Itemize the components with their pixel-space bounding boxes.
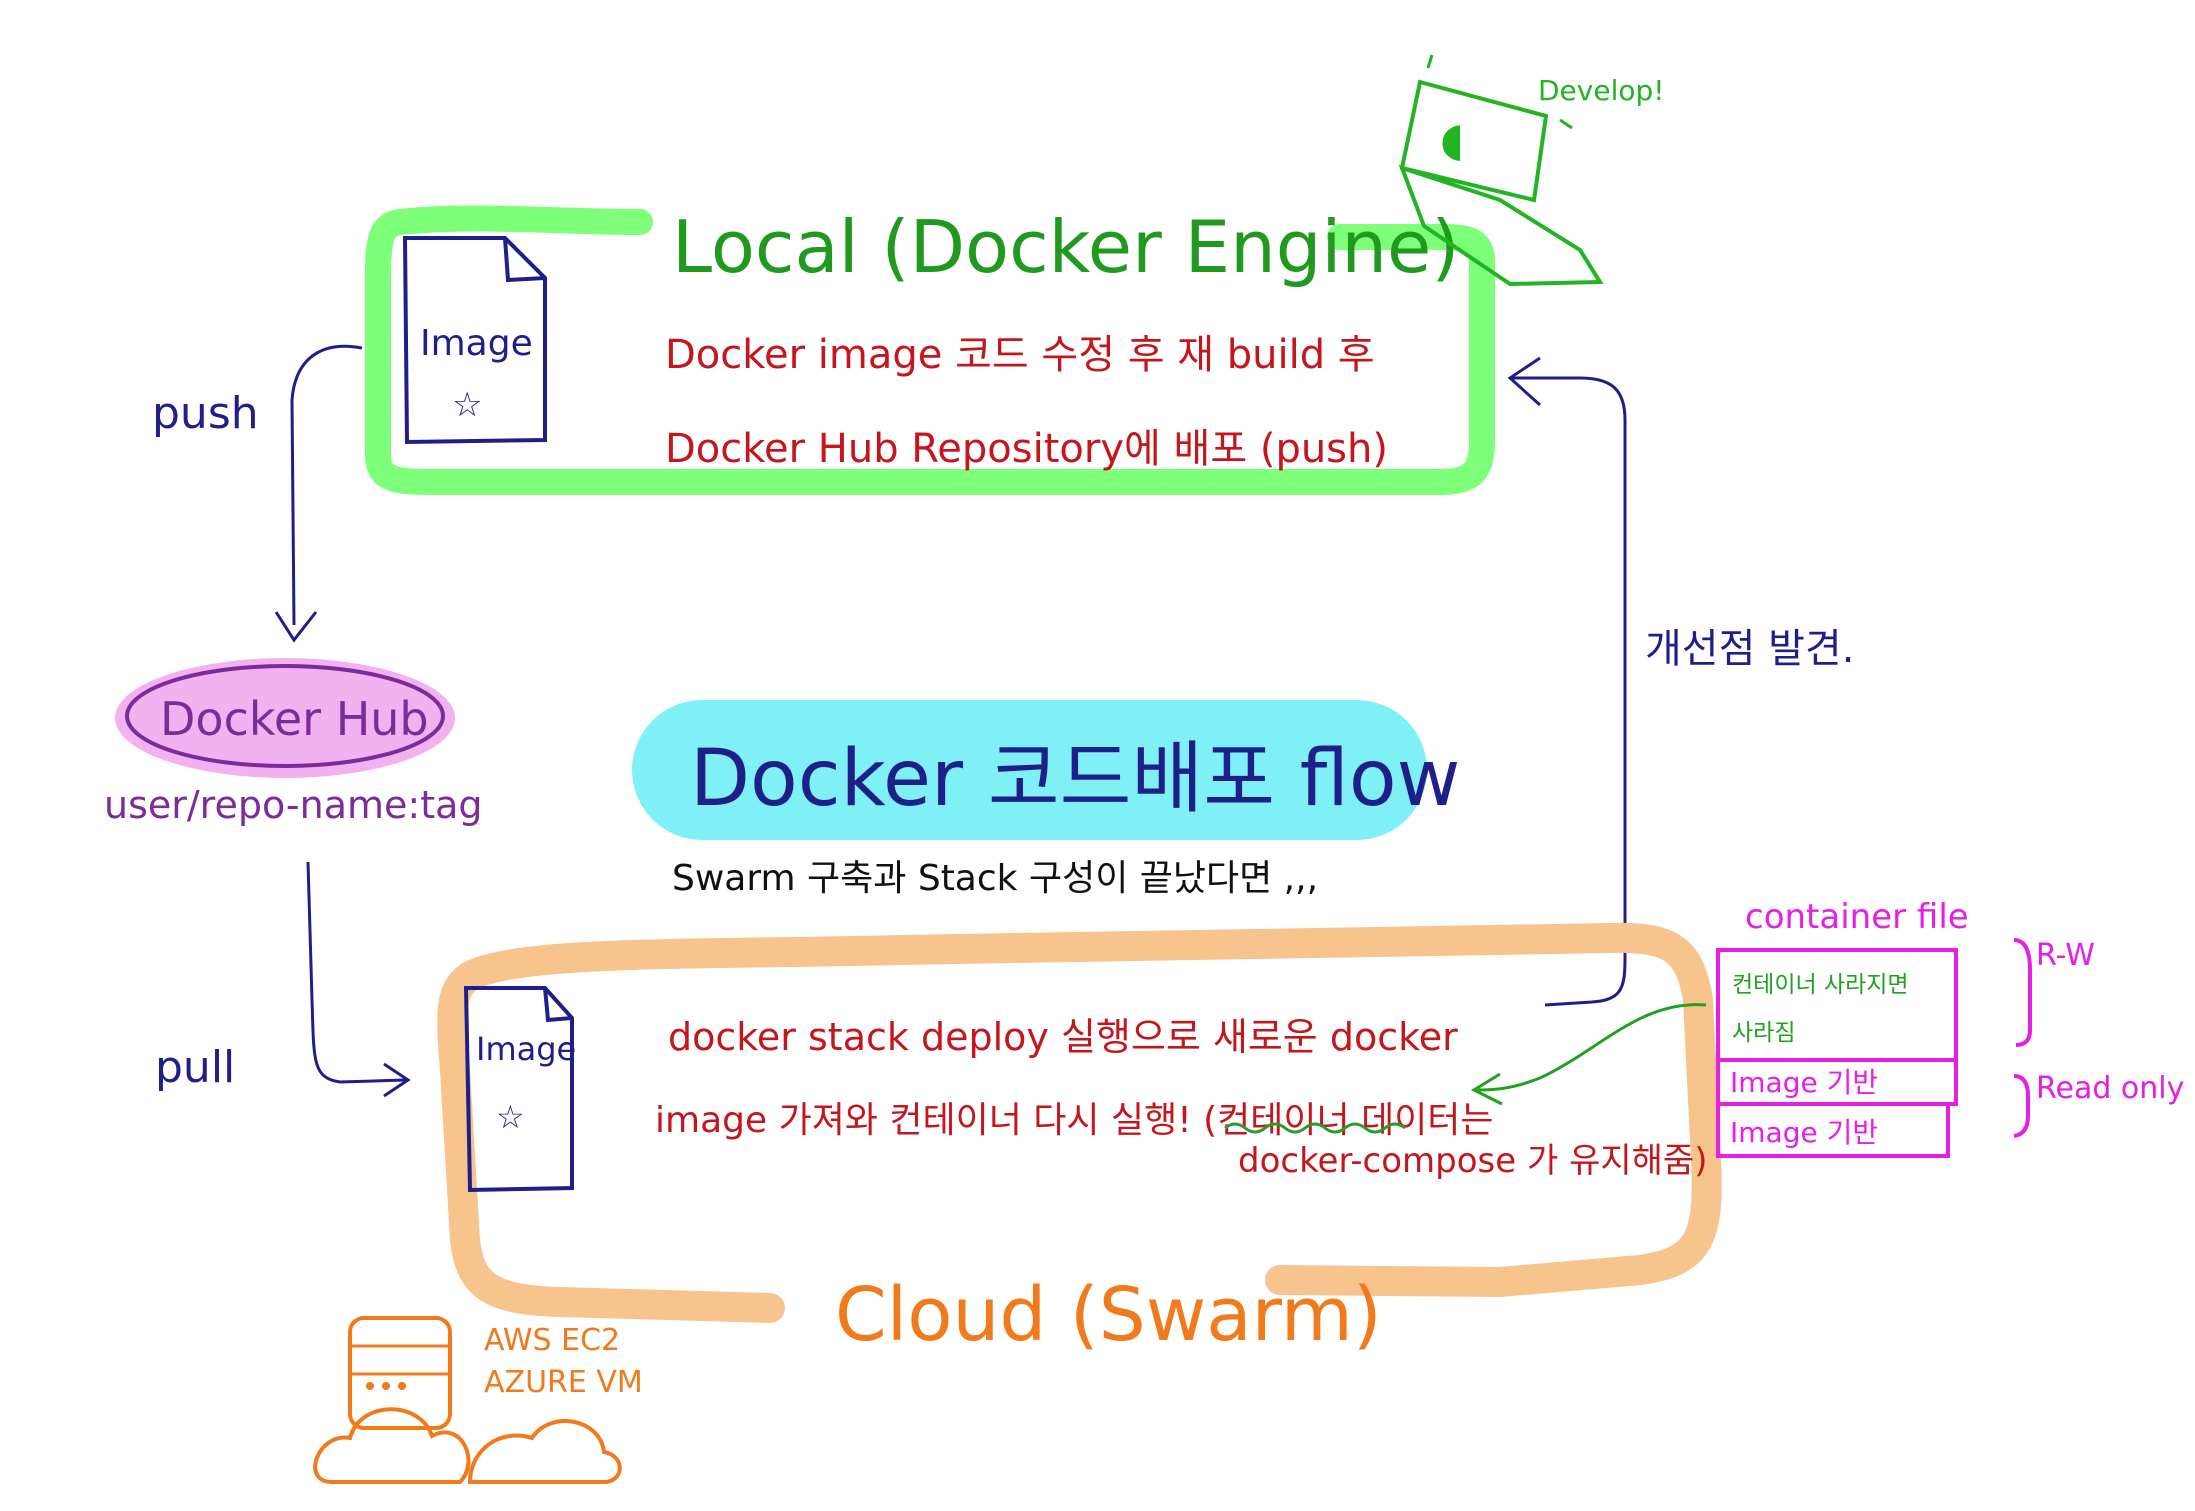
container-layer-1: Image 기반 xyxy=(1730,1066,1878,1099)
improvement-arrow xyxy=(1507,356,1627,1007)
server-line-1: AWS EC2 xyxy=(484,1323,620,1358)
laptop-icon: ◖ xyxy=(1398,54,1604,287)
server-cloud-icon xyxy=(313,1316,622,1484)
local-line-2: Docker Hub Repository에 배포 (push) xyxy=(665,426,1388,472)
local-title: Local (Docker Engine) xyxy=(672,205,1459,289)
push-label: push xyxy=(152,388,259,439)
image-document-label: Image xyxy=(420,323,533,364)
flow-subtitle: Swarm 구축과 Stack 구성이 끝났다면 ,,, xyxy=(672,858,1318,899)
rw-label: R-W xyxy=(2036,938,2095,973)
cloud-star-icon: ☆ xyxy=(496,1098,525,1136)
container-data-arrow xyxy=(1470,1003,1707,1106)
star-icon: ☆ xyxy=(452,385,482,425)
docker-hub-repo: user/repo-name:tag xyxy=(104,783,483,827)
docker-hub-badge xyxy=(115,658,455,778)
data-underline xyxy=(1224,1122,1406,1134)
flow-banner xyxy=(632,700,1427,840)
container-rw-cell-line-1: 컨테이너 사라지면 xyxy=(1732,972,1909,998)
develop-label: Develop! xyxy=(1538,74,1665,107)
local-line-1: Docker image 코드 수정 후 재 build 후 xyxy=(665,332,1375,378)
cloud-line-2: image 가져와 컨테이너 다시 실행! (컨테이너 데이터는 xyxy=(655,1100,1494,1141)
container-rw-cell-line-2: 사라짐 xyxy=(1732,1020,1795,1046)
container-layer-table xyxy=(1716,938,2032,1158)
flow-title: Docker 코드배포 flow xyxy=(690,734,1460,824)
cloud-title: Cloud (Swarm) xyxy=(835,1272,1382,1358)
improvement-label: 개선점 발견. xyxy=(1645,626,1854,672)
container-layer-2: Image 기반 xyxy=(1730,1116,1878,1149)
pull-arrow xyxy=(306,861,411,1098)
read-only-label: Read only xyxy=(2036,1071,2184,1106)
local-loop xyxy=(365,205,1495,495)
server-line-2: AZURE VM xyxy=(484,1365,643,1400)
pull-label: pull xyxy=(155,1042,235,1093)
cloud-image-document-icon: Image ☆ xyxy=(463,986,576,1193)
apple-logo-icon: ◖ xyxy=(1440,112,1464,166)
image-document-icon: Image ☆ xyxy=(402,236,547,445)
docker-hub-label: Docker Hub xyxy=(160,692,429,746)
cloud-line-3: docker-compose 가 유지해줌) xyxy=(1238,1141,1707,1181)
cloud-line-1: docker stack deploy 실행으로 새로운 docker xyxy=(668,1015,1458,1059)
container-file-title: container file xyxy=(1745,897,1969,937)
cloud-image-document-label: Image xyxy=(476,1030,576,1068)
push-arrow xyxy=(274,344,363,643)
cloud-loop xyxy=(437,922,1722,1323)
